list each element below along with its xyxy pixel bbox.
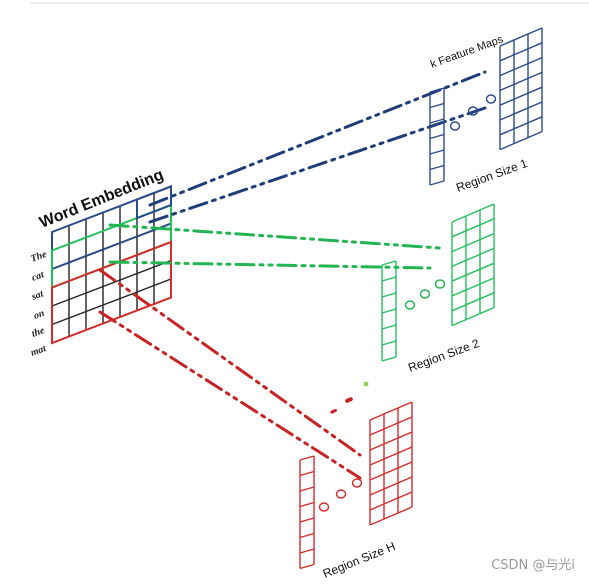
embedding-row-line bbox=[51, 278, 172, 326]
region-h-map-row-line bbox=[369, 461, 413, 481]
word-sat: sat bbox=[29, 288, 46, 303]
region-h-map-row-line bbox=[369, 401, 413, 421]
region-2-map-row-line bbox=[451, 306, 495, 327]
feature-maps-label: k Feature Maps bbox=[429, 33, 505, 71]
region-2-map-row-line bbox=[451, 262, 495, 282]
region-h-ellipsis-3 bbox=[351, 478, 363, 488]
region-h-column-row-line bbox=[299, 563, 315, 570]
region-2-column-row-line bbox=[381, 276, 397, 282]
region-h-column-row-line bbox=[299, 501, 315, 508]
region-2-feature-map bbox=[451, 203, 495, 327]
region-1-feature-map bbox=[499, 27, 543, 151]
region-h-column-row-line bbox=[299, 532, 315, 539]
region-2-map-row-line bbox=[451, 218, 495, 238]
region-2-map-row-line bbox=[451, 247, 495, 268]
region-2-column-row-line bbox=[381, 340, 397, 346]
region-1-map-row-line bbox=[499, 42, 543, 62]
region-1-feature-column bbox=[429, 87, 445, 186]
word-the-1: The bbox=[29, 249, 48, 265]
region-2-column-row-line bbox=[381, 356, 397, 362]
region-h-ellipsis-1 bbox=[318, 502, 330, 512]
connector-red-top bbox=[98, 268, 362, 457]
region-1-map-row-line bbox=[499, 27, 543, 47]
region-1-map-row-line bbox=[499, 130, 543, 151]
region-h-map-row-line bbox=[369, 416, 413, 436]
region-1-map-row-line bbox=[499, 71, 543, 92]
embedding-red-window bbox=[51, 240, 172, 345]
region-h-map-row-line bbox=[369, 476, 413, 496]
ellipsis-dot-1 bbox=[363, 381, 369, 387]
ellipsis-dot-2 bbox=[345, 397, 353, 403]
region-h-ellipsis-2 bbox=[335, 489, 347, 499]
region-2-label: Region Size 2 bbox=[406, 336, 481, 375]
word-cat: cat bbox=[30, 269, 46, 284]
region-h-column-row-line bbox=[299, 517, 315, 523]
ellipsis-dot-3 bbox=[330, 408, 337, 414]
region-1-column-row-line bbox=[429, 164, 445, 171]
connector-blue-top bbox=[148, 70, 487, 207]
region-2-feature-column bbox=[381, 260, 397, 362]
region-2-ellipsis-2 bbox=[419, 289, 431, 299]
region-1-label: Region Size 1 bbox=[454, 156, 529, 195]
embedding-row-line bbox=[51, 259, 172, 307]
region-2-column-row-line bbox=[381, 260, 397, 266]
csdn-watermark: CSDN @与光i bbox=[491, 558, 575, 573]
region-h-label: Region Size H bbox=[321, 539, 397, 581]
region-2-map-row-line bbox=[451, 203, 495, 223]
word-embedding-title: Word Embedding bbox=[37, 166, 166, 231]
connector-blue-bottom bbox=[148, 106, 487, 224]
region-1-map-row-line bbox=[499, 101, 543, 121]
region-1-column-row-line bbox=[429, 118, 445, 124]
region-2-ellipsis-1 bbox=[404, 300, 416, 310]
region-2-map-row-line bbox=[451, 277, 495, 297]
word-mat: mat bbox=[29, 343, 49, 359]
region-h-column-row-line bbox=[299, 470, 315, 477]
connector-red-bottom bbox=[98, 310, 362, 480]
region-h-feature-column bbox=[299, 455, 315, 570]
region-h-map-row-line bbox=[369, 506, 413, 526]
region-1-map-row-line bbox=[499, 56, 543, 77]
region-1-map-row-line bbox=[499, 116, 543, 136]
region-h-map-row-line bbox=[369, 491, 413, 511]
region-2-column-row-line bbox=[381, 308, 397, 314]
connector-green-bottom bbox=[108, 260, 432, 270]
region-1-column-row-line bbox=[429, 133, 445, 140]
region-1-ellipsis-1 bbox=[449, 121, 461, 131]
region-h-column-row-line bbox=[299, 455, 315, 461]
region-1-ellipsis-2 bbox=[467, 106, 479, 116]
region-1-map-row-line bbox=[499, 86, 543, 106]
region-1-column-row-line bbox=[429, 87, 445, 93]
region-h-column-row-line bbox=[299, 548, 315, 554]
region-2-ellipsis-3 bbox=[434, 279, 446, 289]
region-1-column-row-line bbox=[429, 102, 445, 109]
region-2-column-row-line bbox=[381, 292, 397, 298]
region-1-column-row-line bbox=[429, 149, 445, 155]
region-1-column-row-line bbox=[429, 180, 445, 186]
region-h-map-row-line bbox=[369, 446, 413, 466]
connector-green-top bbox=[108, 223, 442, 250]
embedding-blue-window-head bbox=[136, 185, 172, 220]
region-h-map-row-line bbox=[369, 431, 413, 451]
region-h-feature-map bbox=[369, 401, 413, 526]
word-the-2: the bbox=[30, 325, 46, 340]
region-2-map-row-line bbox=[451, 292, 495, 312]
region-2-column-row-line bbox=[381, 324, 397, 330]
region-2-map-row-line bbox=[451, 232, 495, 253]
word-on: on bbox=[32, 308, 46, 322]
region-1-ellipsis-3 bbox=[485, 94, 497, 104]
region-h-column-row-line bbox=[299, 486, 315, 492]
